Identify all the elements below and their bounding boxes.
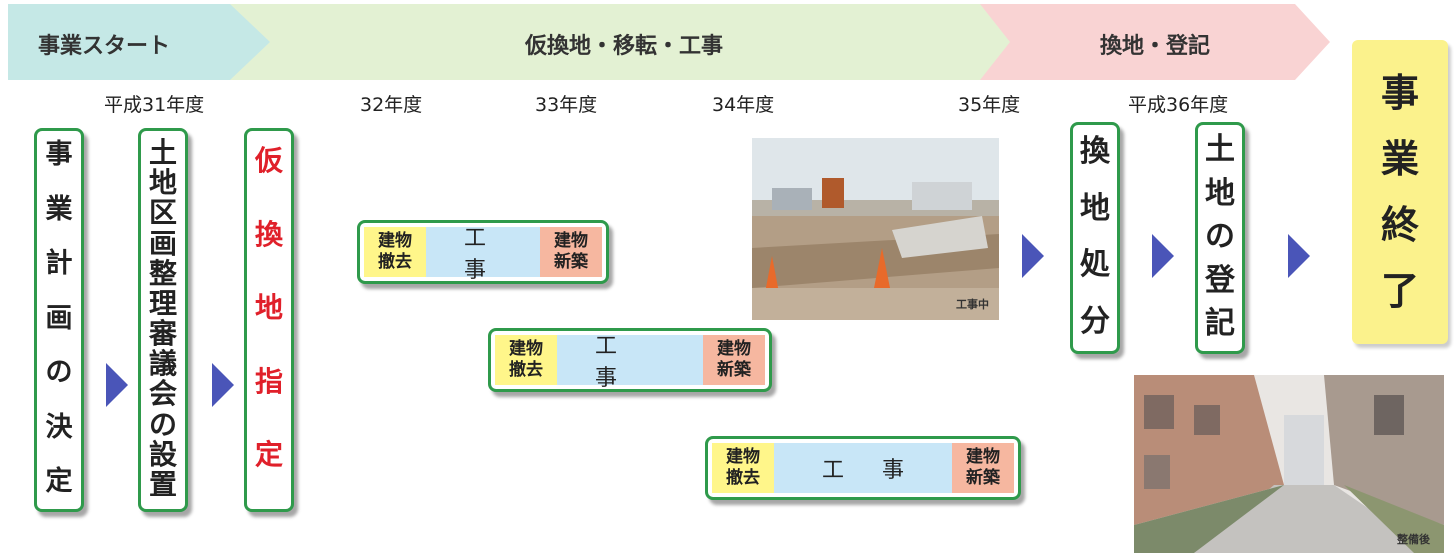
step-replot-disposal-char: 処 (1080, 247, 1110, 283)
newbuild-line: 建物 (717, 338, 751, 359)
step-council-char: 設 (148, 437, 177, 471)
step-council-char: 会 (148, 377, 177, 411)
construction-label: 工事 (426, 226, 540, 283)
newbuild-line: 新築 (966, 468, 1000, 488)
step-temp-designation: 仮 換 地 指 定 (244, 128, 294, 512)
step-project-plan-char: 事 (45, 139, 73, 170)
step-council-char: 置 (148, 467, 177, 501)
year-33: 33年度 (535, 94, 598, 116)
completed-photo: 整備後 (1134, 375, 1444, 553)
removal-line: 撤去 (509, 360, 543, 380)
step-council-char: 土 (148, 136, 177, 169)
step-land-registration-char: 土 (1205, 132, 1235, 167)
step-council-char: 理 (148, 286, 177, 320)
year-h31: 平成31年度 (104, 94, 205, 116)
completed-photo-caption: 整備後 (1397, 533, 1430, 546)
step-temp-designation-char: 指 (254, 364, 283, 398)
step-project-end-char: 終 (1380, 203, 1419, 247)
step-replot-disposal-char: 分 (1080, 303, 1110, 339)
construction-label: 工事 (774, 443, 952, 493)
flow-arrow-1 (106, 363, 128, 407)
step-land-registration-char: の (1205, 219, 1235, 254)
step-council-char: 区 (148, 196, 177, 230)
step-council-char: の (148, 407, 177, 441)
step-land-registration: 土 地 の 登 記 (1195, 122, 1245, 354)
phase-label-construction: 仮換地・移転・工事 (525, 34, 724, 59)
year-35: 35年度 (958, 94, 1021, 116)
step-council-char: 審 (148, 317, 177, 351)
step-project-end-char: 事 (1380, 71, 1419, 115)
newbuild-line: 新築 (717, 360, 751, 380)
step-land-registration-char: 地 (1205, 175, 1235, 211)
step-project-end-char: 業 (1380, 137, 1419, 181)
work-box-33: 建物 撤去 工事 建物 新築 (488, 328, 772, 392)
step-project-plan-char: 計 (45, 248, 73, 279)
removal-line: 建物 (726, 446, 760, 467)
step-replot-disposal: 換 地 処 分 (1070, 122, 1120, 354)
step-council: 土 地 区 画 整 理 審 議 会 の 設 置 (138, 128, 188, 512)
step-council-char: 画 (148, 226, 177, 260)
newbuild-line: 建物 (554, 230, 588, 251)
building-removal-label: 建物 撤去 (495, 335, 557, 385)
year-34: 34年度 (712, 94, 775, 116)
phase-label-registration: 換地・登記 (1100, 34, 1211, 59)
building-removal-label: 建物 撤去 (712, 443, 774, 493)
step-project-plan: 事 業 計 画 の 決 定 (34, 128, 84, 512)
newbuild-line: 新築 (554, 252, 588, 272)
new-building-label: 建物 新築 (540, 227, 602, 277)
step-temp-designation-char: 地 (254, 291, 283, 324)
removal-line: 撤去 (378, 252, 412, 272)
construction-photo-caption: 工事中 (956, 298, 989, 311)
work-box-34: 建物 撤去 工事 建物 新築 (705, 436, 1021, 500)
year-h36: 平成36年度 (1128, 94, 1229, 116)
new-building-label: 建物 新築 (703, 335, 765, 385)
removal-line: 撤去 (726, 468, 760, 488)
step-project-plan-char: 画 (45, 302, 73, 334)
step-land-registration-char: 記 (1205, 306, 1235, 341)
step-temp-designation-char: 換 (254, 217, 283, 251)
removal-line: 建物 (378, 230, 412, 251)
phase-label-start: 事業スタート (38, 34, 171, 59)
step-council-char: 地 (148, 166, 177, 200)
construction-photo: 工事中 (752, 138, 999, 320)
newbuild-line: 建物 (966, 446, 1000, 467)
flow-arrow-4 (1152, 234, 1174, 278)
step-replot-disposal-char: 地 (1080, 190, 1110, 226)
step-temp-designation-char: 仮 (254, 144, 283, 177)
phase-banner-teal (8, 4, 270, 80)
flow-arrow-2 (212, 363, 234, 407)
phase-banner-start (8, 4, 1040, 80)
completed-photo-image (1134, 375, 1444, 553)
step-project-plan-char: 定 (45, 466, 73, 497)
flow-arrow-3 (1022, 234, 1044, 278)
phase-banner (8, 4, 1330, 80)
flow-arrow-5 (1288, 234, 1310, 278)
step-project-end-char: 了 (1380, 269, 1419, 313)
step-land-registration-char: 登 (1205, 262, 1235, 298)
year-32: 32年度 (360, 94, 423, 116)
work-box-32: 建物 撤去 工事 建物 新築 (357, 220, 609, 284)
construction-label: 工事 (557, 334, 703, 391)
step-project-plan-char: 業 (45, 193, 73, 225)
phase-banner-registration (980, 4, 1330, 80)
construction-photo-image (752, 138, 999, 320)
new-building-label: 建物 新築 (952, 443, 1014, 493)
building-removal-label: 建物 撤去 (364, 227, 426, 277)
step-council-char: 議 (148, 347, 177, 381)
removal-line: 建物 (509, 338, 543, 359)
step-project-plan-char: の (45, 357, 73, 388)
step-project-end: 事 業 終 了 (1352, 40, 1448, 344)
step-council-char: 整 (148, 256, 177, 290)
step-temp-designation-char: 定 (254, 438, 283, 471)
step-project-plan-char: 決 (45, 411, 73, 443)
step-replot-disposal-char: 換 (1080, 134, 1110, 169)
